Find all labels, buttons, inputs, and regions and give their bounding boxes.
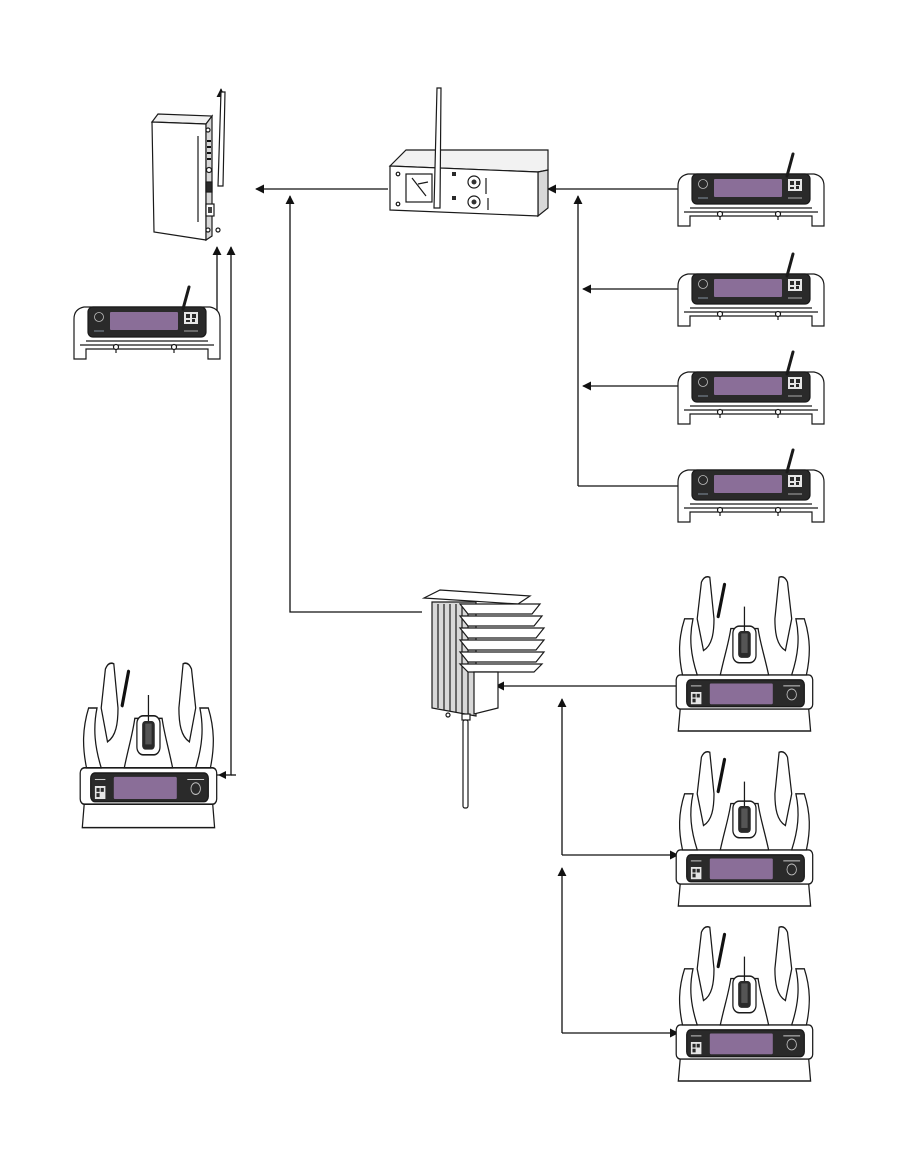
monitor-icon xyxy=(676,360,677,361)
local-dock xyxy=(76,656,217,828)
monitor-icon xyxy=(72,295,73,296)
weather-station xyxy=(420,588,544,808)
dock-1 xyxy=(672,570,813,731)
monitor-icon xyxy=(676,262,677,263)
connection-lines xyxy=(217,89,678,1033)
edge-weather-to-router xyxy=(290,196,422,612)
base-station xyxy=(388,88,548,216)
router-icon xyxy=(150,112,151,113)
weather-sensor-icon xyxy=(420,588,421,589)
monitor-4 xyxy=(676,450,824,522)
dock-2 xyxy=(672,745,813,906)
monitor-icon xyxy=(676,458,677,459)
local-monitor xyxy=(72,287,220,359)
monitor-icon xyxy=(676,162,677,163)
gateway-router xyxy=(150,92,225,240)
dock-icon xyxy=(76,656,77,657)
monitor-2 xyxy=(676,254,824,326)
dock-icon xyxy=(672,920,673,921)
dock-icon xyxy=(672,570,673,571)
radio-base-icon xyxy=(388,148,389,149)
dock-icon xyxy=(672,745,673,746)
dock-3 xyxy=(672,920,813,1081)
monitor-3 xyxy=(676,352,824,424)
monitor-1 xyxy=(676,154,824,226)
